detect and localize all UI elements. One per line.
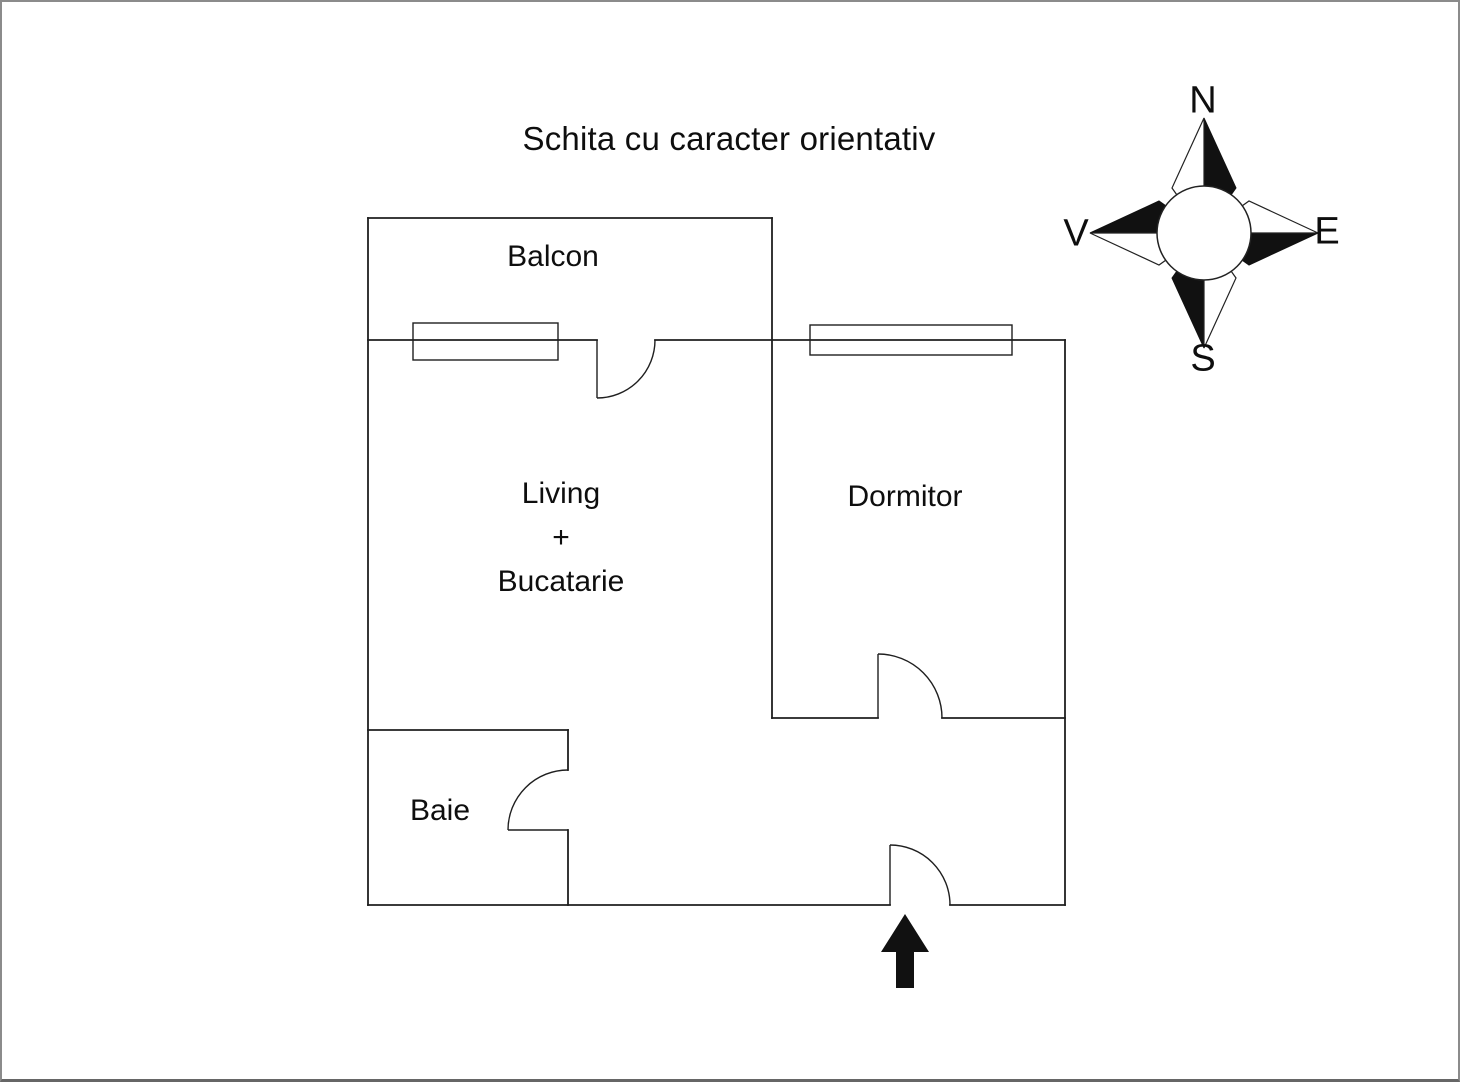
compass-label-west: V bbox=[1063, 212, 1089, 255]
doors bbox=[507, 339, 951, 906]
door-arc-entrance bbox=[889, 844, 951, 906]
walls bbox=[367, 217, 1066, 906]
room-label-living-bucatarie: Living + Bucatarie bbox=[498, 472, 625, 604]
room-label-living-line1: Living bbox=[521, 477, 601, 510]
room-label-living-line3: Bucatarie bbox=[497, 565, 625, 598]
door-arc-dormitor bbox=[877, 653, 943, 719]
room-label-baie: Baie bbox=[409, 794, 471, 827]
compass-label-north: N bbox=[1189, 79, 1217, 122]
room-label-dormitor: Dormitor bbox=[847, 480, 963, 513]
window-symbol-living bbox=[412, 322, 559, 361]
compass-center-circle bbox=[1156, 185, 1252, 281]
compass-rose-icon bbox=[1089, 117, 1319, 349]
entrance-arrow-shape bbox=[881, 914, 929, 988]
plan-title: Schita cu caracter orientativ bbox=[522, 120, 936, 157]
windows bbox=[412, 322, 1013, 361]
window-symbol-dormitor bbox=[809, 324, 1013, 356]
door-arc-baie bbox=[507, 769, 569, 831]
room-label-balcon: Balcon bbox=[507, 240, 599, 273]
compass-label-south: S bbox=[1190, 337, 1216, 380]
door-arc-balcony bbox=[596, 339, 656, 399]
room-label-living-line2: + bbox=[552, 521, 570, 554]
compass-label-east: E bbox=[1314, 210, 1340, 253]
entrance-arrow-icon bbox=[881, 914, 929, 988]
